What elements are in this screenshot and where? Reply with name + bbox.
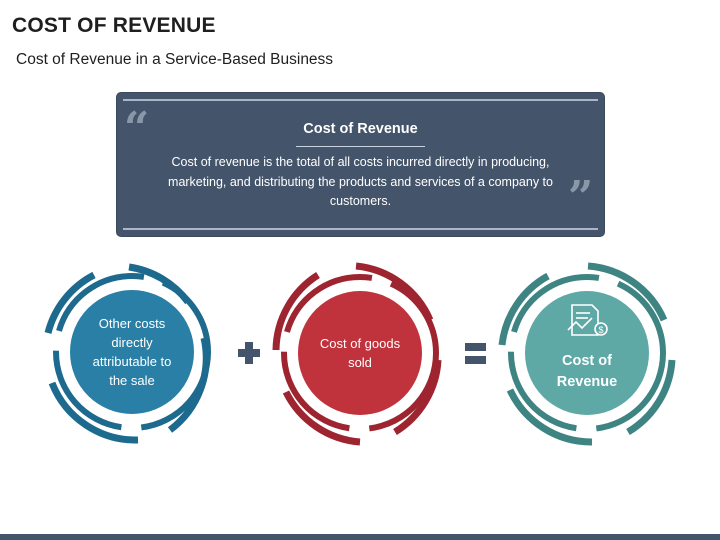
definition-divider — [296, 146, 425, 147]
cost-report-icon: $ — [567, 304, 608, 336]
plus-operator-icon — [238, 342, 260, 364]
bottom-accent-bar — [0, 534, 720, 540]
definition-text: Cost of revenue is the total of all cost… — [168, 155, 553, 208]
node-other-costs-circle — [70, 290, 194, 414]
page-subtitle: Cost of Revenue in a Service-Based Busin… — [16, 51, 334, 68]
node-cost-of-revenue: $ — [498, 262, 676, 446]
node-other-costs-label: Other costs directly attributable to the… — [92, 316, 172, 388]
node-cogs-label: Cost of goods sold — [319, 336, 401, 370]
node-cost-of-revenue-circle — [525, 291, 649, 415]
node-other-costs — [44, 263, 211, 444]
node-cost-of-revenue-label: Cost of Revenue — [556, 353, 618, 390]
definition-frame — [123, 99, 598, 230]
node-cogs — [272, 262, 442, 446]
definition-heading: Cost of Revenue — [303, 121, 418, 137]
definition-box — [116, 92, 605, 237]
node-cogs-circle — [298, 291, 422, 415]
node-cogs-ring — [272, 262, 442, 446]
svg-text:$: $ — [598, 325, 603, 335]
close-quote-icon: ” — [568, 172, 594, 223]
equals-operator-icon — [465, 343, 486, 364]
node-cost-of-revenue-ring — [498, 262, 676, 446]
open-quote-icon: “ — [124, 103, 150, 154]
page-title: COST OF REVENUE — [12, 14, 216, 37]
node-other-costs-ring — [44, 263, 211, 444]
